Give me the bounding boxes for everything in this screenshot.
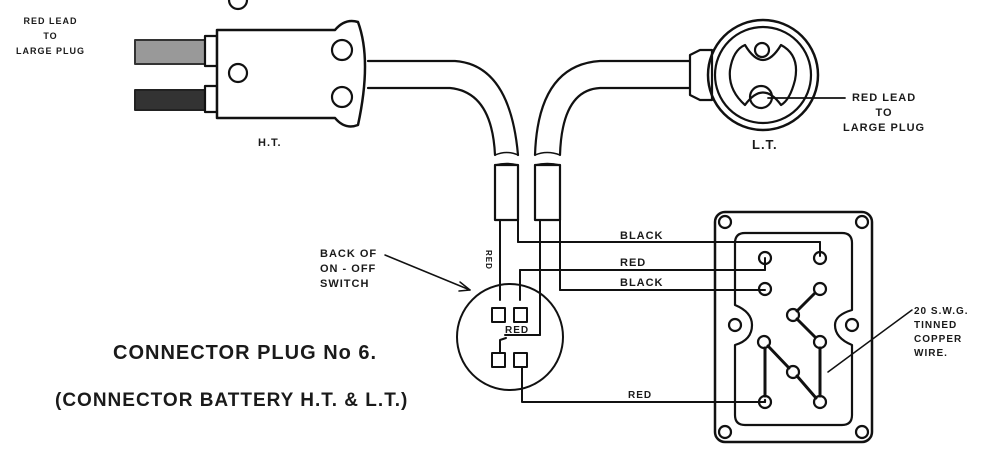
ht-note-line: LARGE PLUG (16, 46, 86, 56)
ht-cable-inner (366, 86, 497, 157)
diagram-subtitle: (CONNECTOR BATTERY H.T. & L.T.) (55, 390, 409, 411)
wire-label: BLACK (620, 277, 664, 289)
switch-note-line: SWITCH (320, 278, 370, 290)
diagram-title: CONNECTOR PLUG No 6. (113, 342, 378, 364)
ht-plug (134, 0, 367, 128)
terminal-note: 20 S.W.G. TINNED COPPER WIRE. (914, 305, 969, 361)
ht-note-line: RED LEAD (23, 16, 78, 26)
ht-pin-upper (134, 39, 211, 65)
ht-cable-outer (366, 59, 520, 157)
terminal-note-line: 20 S.W.G. (914, 306, 969, 317)
wire-label: BLACK (620, 230, 664, 242)
wire-label: RED (628, 390, 653, 401)
ht-pin-lower (134, 89, 211, 111)
ht-note: RED LEAD TO LARGE PLUG (16, 14, 85, 59)
switch-body (456, 283, 564, 391)
terminal-note-line: COPPER (914, 334, 963, 345)
ht-pin-collar-upper (203, 34, 219, 68)
lt-label: L.T. (752, 137, 778, 152)
lt-note-line: LARGE PLUG (843, 122, 926, 134)
switch-note-line: ON - OFF (320, 263, 377, 275)
lt-note-line: RED LEAD (851, 92, 917, 104)
terminal-note-line: TINNED (914, 320, 958, 331)
lt-note-line: TO (875, 107, 893, 119)
switch-inner-label: RED (505, 325, 530, 336)
lt-cable-sleeve (533, 163, 562, 222)
lt-note: RED LEAD TO LARGE PLUG (843, 91, 925, 136)
lt-cable-outer (533, 59, 692, 157)
switch-note-line: BACK OF (320, 248, 378, 260)
ht-pin-collar-lower (203, 84, 219, 114)
ht-plug-hole (227, 0, 249, 11)
lt-plug (688, 18, 846, 132)
switch-vertical-label: RED (484, 250, 493, 270)
switch-note: BACK OF ON - OFF SWITCH (320, 247, 377, 292)
wire-label: RED (620, 257, 647, 269)
ht-plug-body (215, 19, 367, 128)
terminal-note-line: WIRE. (914, 348, 948, 359)
ht-label: H.T. (258, 137, 282, 149)
ht-note-line: TO (43, 31, 58, 41)
lt-cable-inner (558, 86, 692, 157)
terminal-block (713, 210, 913, 444)
ht-cable-sleeve (493, 163, 520, 222)
